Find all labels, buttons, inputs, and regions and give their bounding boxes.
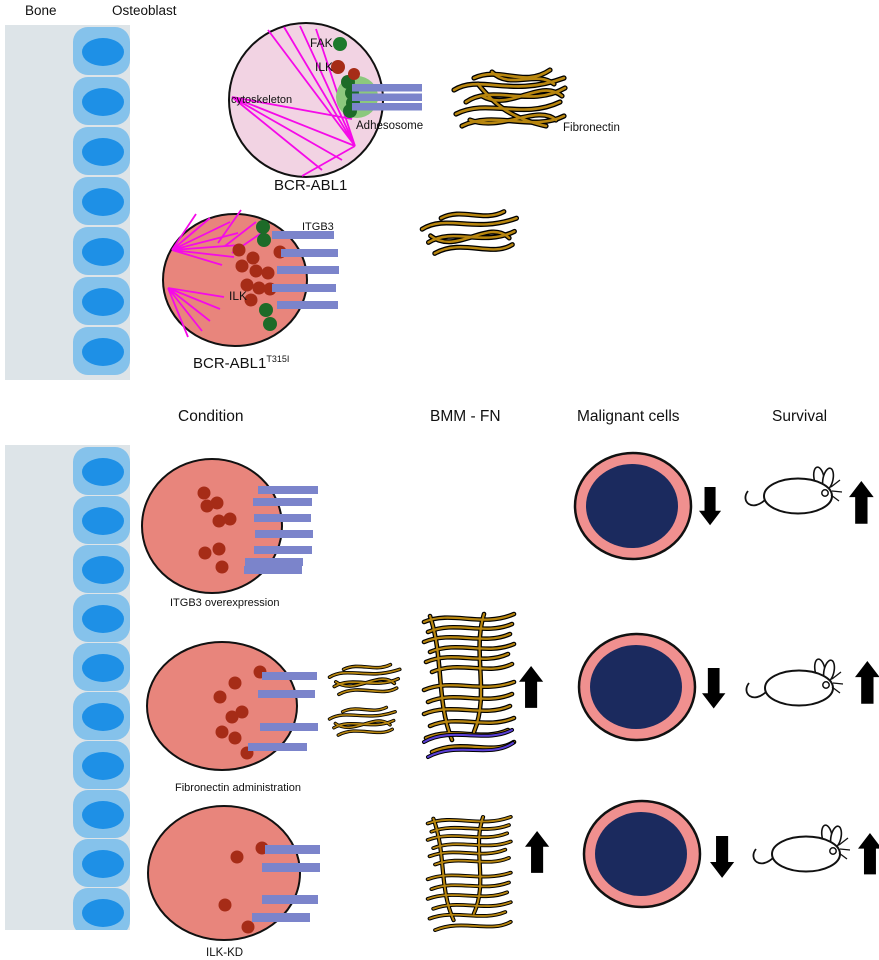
- ilk-dot: [331, 60, 345, 74]
- osteoblast-cell: [73, 447, 130, 495]
- ilk-dots: [197, 486, 237, 574]
- fibronectin-bundle-small: [330, 665, 400, 695]
- ilk-dots: [213, 665, 267, 760]
- osteoblast-cell: [73, 643, 130, 691]
- header-malignant-cells: Malignant cells: [577, 408, 680, 425]
- adhesosome-label: Adhesosome: [356, 120, 423, 132]
- ilk-dots: [218, 841, 269, 934]
- bone-label: Bone: [25, 3, 57, 18]
- arrow-down-icon: [710, 836, 735, 878]
- header-survival: Survival: [772, 408, 827, 425]
- name-superscript: T315I: [266, 354, 289, 364]
- osteoblast-cell: [73, 741, 130, 789]
- bcr-abl1-t315i-name: BCR-ABL1T315I: [193, 354, 289, 372]
- bcr-abl1-t315i-cell: ITGB3 ILK BCR-ABL1T315I: [162, 209, 339, 372]
- row-fibronectin-administration: Fibronectin administration: [146, 614, 879, 794]
- osteoblast-cell: [73, 277, 130, 325]
- osteoblast-cell: [73, 227, 130, 275]
- ilk-dot: [348, 68, 360, 80]
- bcr-abl1-name: BCR-ABL1: [274, 177, 347, 194]
- integrin-bars: [248, 672, 318, 751]
- osteoblast-cell: [73, 327, 130, 375]
- arrow-up-icon: [519, 666, 544, 708]
- malignant-cell-icon: [577, 632, 697, 742]
- fak-label: FAK: [310, 36, 333, 50]
- arrow-down-icon: [702, 668, 726, 709]
- arrow-up-icon: [525, 831, 550, 873]
- row2-condition-label: Fibronectin administration: [175, 782, 301, 794]
- fibronectin-bundle-small: [329, 707, 395, 735]
- row3-condition-label: ILK-KD: [206, 947, 243, 959]
- malignant-cell-icon: [573, 451, 693, 561]
- osteoblast-cell: [73, 790, 130, 838]
- ilk-label: ILK: [315, 60, 333, 74]
- integrin-bars: [272, 231, 339, 309]
- integrin-bars: [352, 84, 422, 111]
- osteoblast-cell: [73, 692, 130, 740]
- fibronectin-label: Fibronectin: [563, 122, 620, 134]
- fibronectin-bundle-sparse: [422, 212, 516, 254]
- fak-dots: [256, 220, 277, 331]
- arrow-up-icon: [858, 833, 879, 875]
- mouse-icon: [744, 465, 843, 515]
- osteoblast-cell: [73, 27, 130, 75]
- bone-bottom: [5, 445, 130, 930]
- bmm-fn-bundle: [424, 614, 514, 752]
- row1-condition-label: ITGB3 overexpression: [170, 597, 279, 609]
- osteoblast-cell: [73, 594, 130, 642]
- name-base: BCR-ABL1: [193, 355, 266, 372]
- bcr-abl1-cell: FAK ILK cytoskeleton Adhesosome BCR-ABL1: [228, 22, 423, 194]
- osteoblast-cell: [73, 177, 130, 225]
- fibronectin-purple-strands: [422, 728, 515, 759]
- arrow-up-icon: [849, 481, 874, 524]
- osteoblast-cell: [73, 496, 130, 544]
- osteoblast-cell: [73, 545, 130, 593]
- cytoskeleton-fibers-disorganized: [167, 209, 264, 338]
- osteoblast-cell: [73, 77, 130, 125]
- arrow-down-icon: [699, 487, 722, 526]
- osteoblast-cell: [73, 839, 130, 887]
- row-ilk-kd: ILK-KD: [147, 799, 879, 959]
- header-bmm-fn: BMM - FN: [430, 408, 501, 425]
- arrow-up-icon: [855, 661, 879, 704]
- malignant-cell-icon: [582, 799, 702, 909]
- osteoblast-cell: [73, 888, 130, 930]
- mouse-icon: [745, 657, 844, 707]
- cytoskeleton-fibers: [231, 25, 356, 177]
- mouse-icon: [752, 823, 851, 873]
- integrin-bars: [252, 845, 320, 922]
- integrin-bars: [244, 486, 318, 574]
- osteoblast-cell: [73, 127, 130, 175]
- osteoblast-label: Osteoblast: [112, 3, 177, 18]
- header-condition: Condition: [178, 408, 244, 425]
- fibronectin-bundle: [454, 70, 565, 126]
- ilk-label: ILK: [229, 289, 247, 303]
- bone-top: [5, 25, 130, 380]
- fak-dot: [333, 37, 347, 51]
- row-itgb3-overexpression: ITGB3 overexpression: [141, 451, 874, 609]
- bmm-fn-bundle: [428, 817, 511, 930]
- cytoskeleton-label: cytoskeleton: [231, 94, 292, 106]
- itgb3-label: ITGB3: [302, 221, 334, 233]
